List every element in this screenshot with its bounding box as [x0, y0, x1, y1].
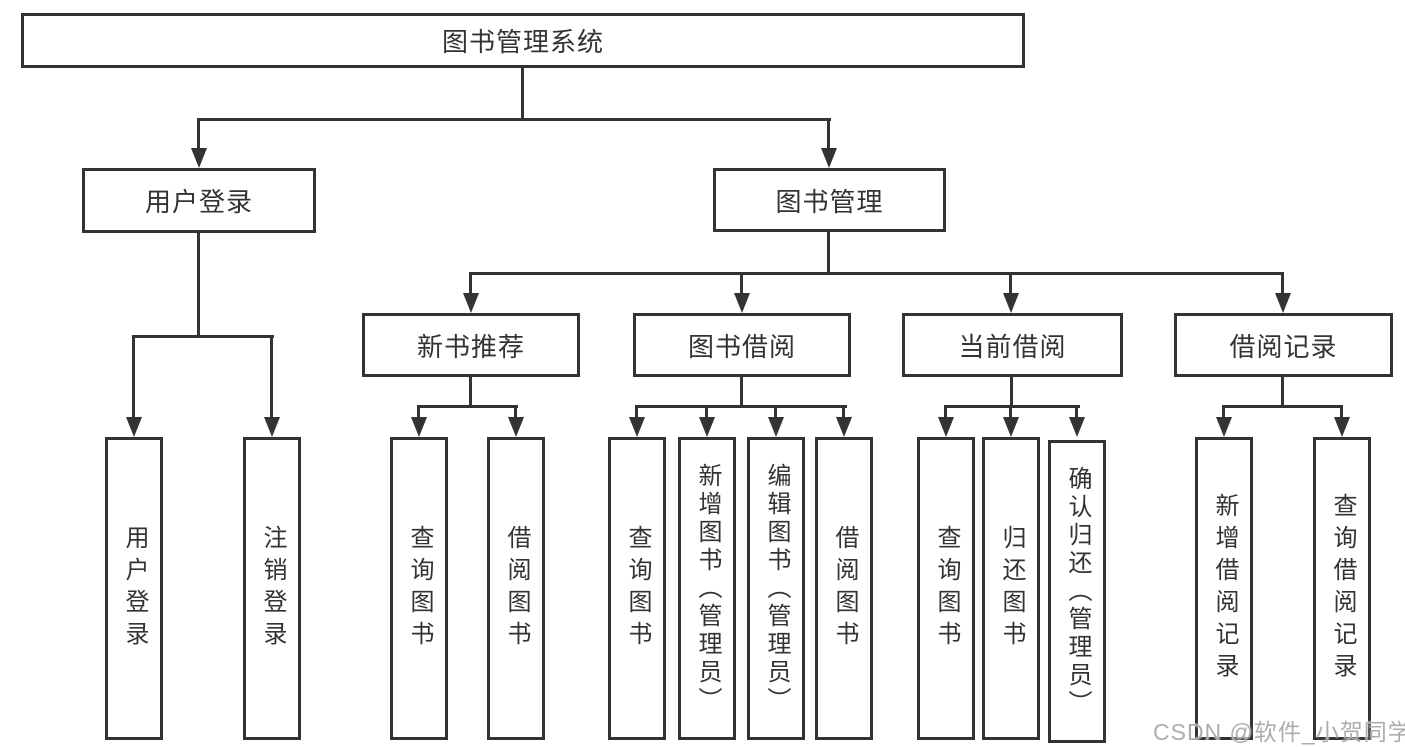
leaf-label: 查询图书 [624, 524, 651, 653]
connector-current-borrowing-stub [1010, 375, 1013, 405]
connector-book-borrowing-stub [740, 375, 743, 405]
arrow-down-icon [1069, 417, 1085, 437]
connector-drop [1009, 405, 1012, 419]
connector-drop-book-borrowing [740, 272, 743, 295]
arrow-down-icon [734, 293, 750, 313]
connector-drop [1075, 405, 1078, 419]
arrow-down-icon [191, 148, 207, 168]
connector-borrowing-records-stub [1281, 375, 1284, 405]
arrow-down-icon [1334, 417, 1350, 437]
leaf-label: 查询图书 [933, 524, 960, 653]
leaf-borrow-books-recommend: 借阅图书 [487, 437, 545, 740]
connector-user-login-stub [197, 231, 200, 335]
connector-drop-user-login [197, 118, 200, 150]
arrow-down-icon [836, 417, 852, 437]
connector-book-management-stub [827, 230, 830, 272]
leaf-logout: 注销登录 [243, 437, 301, 740]
arrow-down-icon [508, 417, 524, 437]
leaf-label: 借阅图书 [831, 524, 858, 653]
node-borrowing-records: 借阅记录 [1174, 313, 1393, 377]
arrow-down-icon [1003, 293, 1019, 313]
node-book-borrowing: 图书借阅 [633, 313, 851, 377]
leaf-label: 编辑图书（管理员） [763, 462, 790, 715]
connector-new-book-hline [417, 405, 518, 408]
connector-drop [635, 405, 638, 419]
leaf-label: 查询图书 [406, 524, 433, 653]
connector-drop-leaf-user-login [132, 335, 135, 419]
leaf-user-login: 用户登录 [105, 437, 163, 740]
arrow-down-icon [411, 417, 427, 437]
csdn-watermark: CSDN @软件_小贺同学 [1153, 719, 1405, 745]
arrow-down-icon [1216, 417, 1232, 437]
arrow-down-icon [264, 417, 280, 437]
connector-drop-current-borrowing [1009, 272, 1012, 295]
leaf-return-books: 归还图书 [982, 437, 1040, 740]
arrow-down-icon [1275, 293, 1291, 313]
connector-root-stub [521, 66, 524, 118]
leaf-label: 新增借阅记录 [1211, 492, 1238, 685]
connector-drop [774, 405, 777, 419]
connector-drop [705, 405, 708, 419]
node-current-borrowing: 当前借阅 [902, 313, 1123, 377]
connector-drop [842, 405, 845, 419]
leaf-label: 用户登录 [121, 524, 148, 653]
leaf-query-books-current: 查询图书 [917, 437, 975, 740]
connector-drop [944, 405, 947, 419]
leaf-label: 查询借阅记录 [1329, 492, 1356, 685]
leaf-label: 新增图书（管理员） [694, 462, 721, 715]
connector-drop [417, 405, 420, 419]
connector-root-hline [197, 118, 831, 121]
node-new-book-recommendation: 新书推荐 [362, 313, 580, 377]
leaf-label: 注销登录 [259, 524, 286, 653]
node-book-management: 图书管理 [713, 168, 946, 232]
connector-drop-borrowing-records [1281, 272, 1284, 295]
leaf-label: 借阅图书 [503, 524, 530, 653]
arrow-down-icon [699, 417, 715, 437]
connector-drop [514, 405, 517, 419]
connector-user-login-hline [132, 335, 274, 338]
arrow-down-icon [768, 417, 784, 437]
connector-drop-book-management [827, 118, 830, 150]
connector-book-management-hline [469, 272, 1284, 275]
node-user-login: 用户登录 [82, 168, 316, 233]
connector-drop-leaf-logout [270, 335, 273, 419]
connector-borrowing-records-hline [1222, 405, 1343, 408]
connector-current-borrowing-hline [944, 405, 1080, 408]
arrow-down-icon [629, 417, 645, 437]
arrow-down-icon [1003, 417, 1019, 437]
arrow-down-icon [821, 148, 837, 168]
connector-drop [1222, 405, 1225, 419]
leaf-query-books-borrowing: 查询图书 [608, 437, 666, 740]
arrow-down-icon [126, 417, 142, 437]
leaf-add-books-admin: 新增图书（管理员） [678, 437, 736, 740]
connector-new-book-stub [469, 375, 472, 405]
leaf-edit-books-admin: 编辑图书（管理员） [747, 437, 805, 740]
arrow-down-icon [938, 417, 954, 437]
leaf-query-borrowing-record: 查询借阅记录 [1313, 437, 1371, 740]
leaf-borrow-books-borrowing: 借阅图书 [815, 437, 873, 740]
leaf-query-books-recommend: 查询图书 [390, 437, 448, 740]
connector-drop-new-book [469, 272, 472, 295]
arrow-down-icon [463, 293, 479, 313]
leaf-confirm-return-admin: 确认归还（管理员） [1048, 440, 1106, 743]
connector-drop [1340, 405, 1343, 419]
leaf-label: 归还图书 [998, 524, 1025, 653]
node-library-management-system: 图书管理系统 [21, 13, 1025, 68]
leaf-label: 确认归还（管理员） [1064, 465, 1091, 718]
leaf-add-borrowing-record: 新增借阅记录 [1195, 437, 1253, 740]
connector-book-borrowing-hline [635, 405, 847, 408]
